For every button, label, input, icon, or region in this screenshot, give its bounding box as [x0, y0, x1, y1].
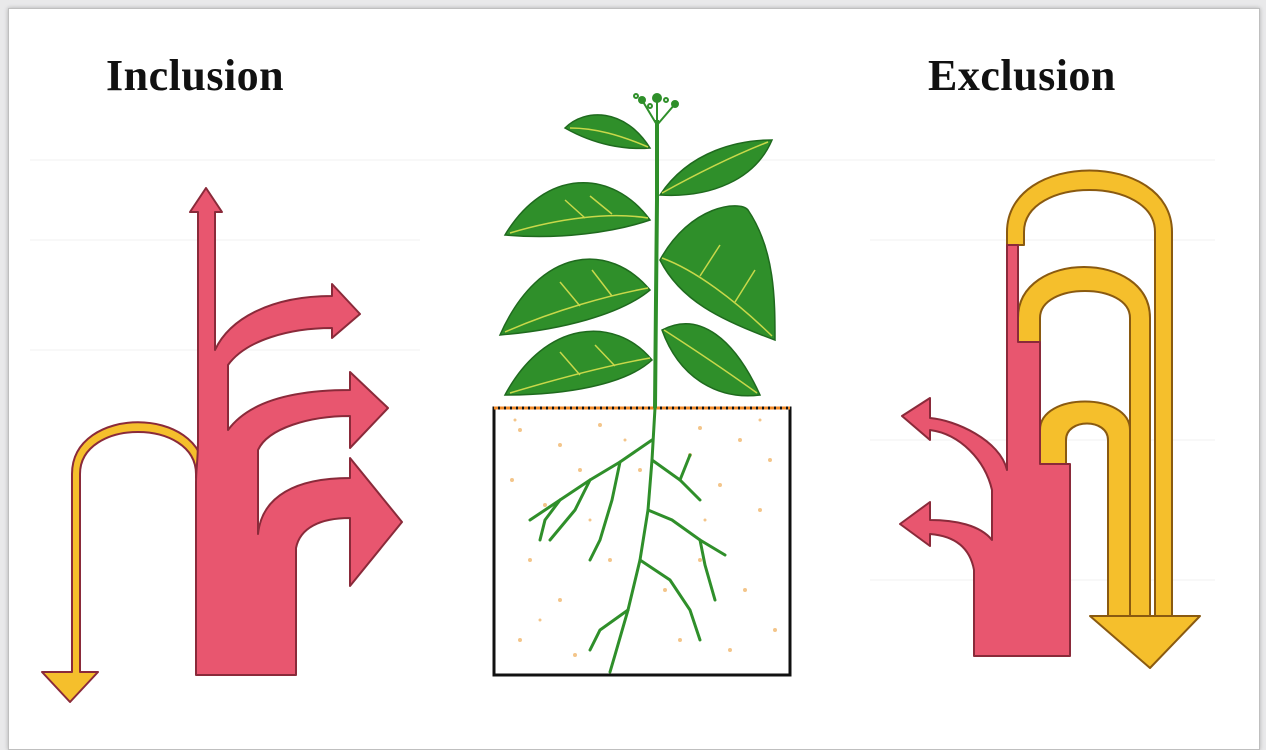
- exclusion-down-arrowhead: [1090, 616, 1200, 668]
- flower-buds: [634, 94, 678, 125]
- inclusion-yellow-arrow: [42, 422, 204, 702]
- exclusion-arrows-icon: [900, 171, 1200, 669]
- stem: [655, 120, 657, 408]
- plant-icon: [494, 94, 790, 675]
- inclusion-red-trunk: [190, 188, 402, 675]
- inclusion-arrows-icon: [42, 188, 402, 702]
